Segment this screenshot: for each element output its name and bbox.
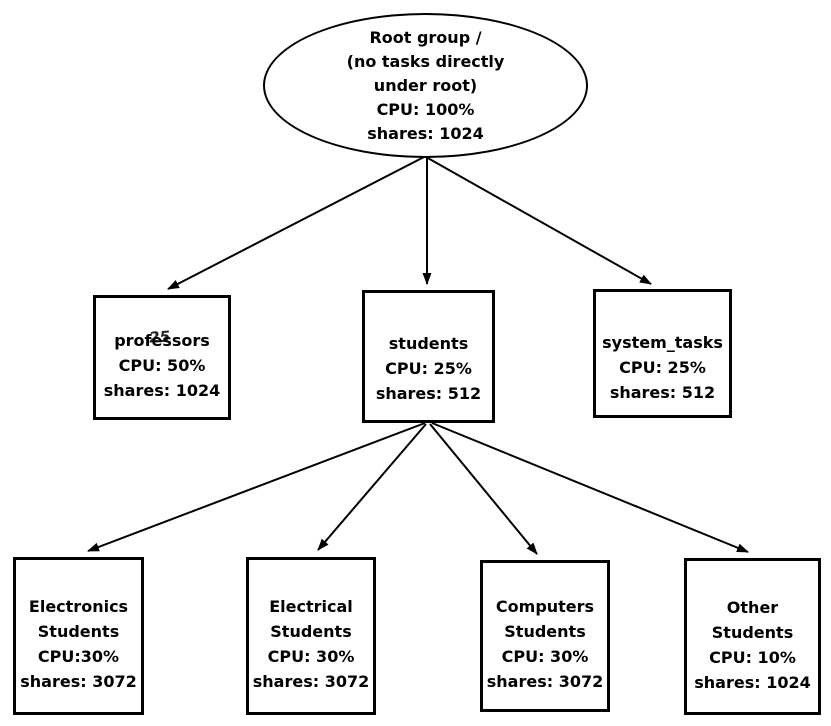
node-shares-value: shares: 1024 — [103, 381, 221, 400]
node-label: Electronics — [28, 597, 129, 616]
node-cpu-value: CPU: 30% — [267, 647, 355, 666]
node-label: Other — [726, 598, 779, 617]
edge-root-professors — [167, 156, 425, 290]
node-root-group: Root group / (no tasks directly under ro… — [263, 13, 588, 158]
node-cpu-value: CPU: 25% — [385, 359, 472, 378]
node-label: professors — [114, 331, 210, 350]
node-students: students CPU: 25% shares: 512 — [362, 290, 495, 423]
node-label: Students — [504, 622, 586, 641]
node-shares-value: shares: 3072 — [252, 672, 370, 691]
node-shares-value: shares: 512 — [375, 384, 482, 403]
node-cpu-value: CPU: 25% — [619, 358, 706, 377]
node-label: Electrical — [269, 597, 353, 616]
node-cpu-value: CPU: 100% — [376, 99, 475, 119]
edge-students-electronics — [87, 422, 426, 552]
edge-students-other — [431, 422, 749, 553]
node-shares-value: shares: 1024 — [367, 123, 484, 143]
edge-students-computers — [429, 423, 538, 555]
node-label: Students — [270, 622, 352, 641]
node-computers-students: Computers Students CPU: 30% shares: 3072 — [480, 560, 610, 712]
node-label: Students — [37, 622, 120, 641]
node-label: under root) — [373, 75, 478, 95]
node-electrical-students: Electrical Students CPU: 30% shares: 307… — [246, 557, 376, 715]
node-shares-value: shares: 3072 — [20, 672, 137, 691]
node-system-tasks: system_tasks CPU: 25% shares: 512 — [593, 289, 732, 418]
node-shares-value: shares: 512 — [609, 383, 716, 402]
node-electronics-students: Electronics Students CPU:30% shares: 307… — [13, 557, 144, 715]
node-professors: professors CPU: 50% shares: 1024 25 — [93, 295, 231, 420]
node-shares-value: shares: 3072 — [486, 672, 604, 691]
node-cpu-value: CPU:30% — [37, 647, 120, 666]
node-label: system_tasks — [602, 333, 723, 352]
node-label: Root group / — [369, 27, 482, 47]
edge-root-system-tasks — [425, 156, 652, 285]
edge-students-electrical — [317, 423, 427, 551]
node-label: students — [388, 334, 469, 353]
node-label: (no tasks directly — [346, 51, 505, 71]
node-shares-value: shares: 1024 — [694, 673, 811, 692]
node-cpu-value: CPU: 30% — [501, 647, 589, 666]
node-cpu-value: CPU: 10% — [709, 648, 796, 667]
node-label: Students — [711, 623, 794, 642]
node-label: Computers — [495, 597, 595, 616]
node-other-students: Other Students CPU: 10% shares: 1024 — [684, 558, 821, 715]
node-cpu-value: CPU: 50% — [118, 356, 206, 375]
